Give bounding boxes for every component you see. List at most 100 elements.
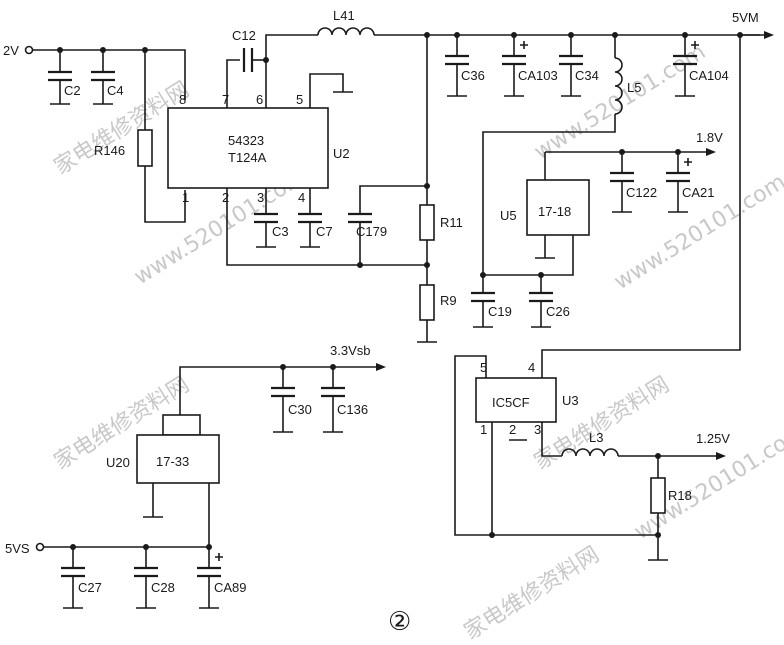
capacitor-c179: [348, 212, 372, 224]
u20-part: 17-33: [156, 454, 189, 469]
junction-dot: [424, 262, 430, 268]
c30-label: C30: [288, 402, 312, 417]
net-1v8-label: 1.8V: [696, 130, 723, 145]
capacitor-c30: [271, 367, 295, 433]
c26-label: C26: [546, 304, 570, 319]
arrow-3v3: [376, 363, 386, 371]
l5-label: L5: [627, 80, 641, 95]
c28-label: C28: [151, 580, 175, 595]
junction-dot: [655, 532, 661, 538]
input-2v-terminal: [24, 45, 34, 55]
u3-pin-3: 3: [534, 422, 541, 437]
r18-label: R18: [668, 488, 692, 503]
inductor-l5: [482, 35, 623, 275]
junction-dot: [357, 262, 363, 268]
c27-label: C27: [78, 580, 102, 595]
wire-1v8-rail: [544, 151, 712, 180]
u5-part: 17-18: [538, 204, 571, 219]
u5-ref: U5: [500, 208, 517, 223]
capacitor-c2: [48, 50, 72, 105]
u3-pin-5: 5: [480, 360, 487, 375]
net-5vm-label: 5VM: [732, 10, 759, 25]
resistor-r9: [419, 284, 435, 321]
net-3v3-label: 3.3Vsb: [330, 343, 370, 358]
capacitor-ca103: [502, 35, 528, 97]
capacitor-c26: [529, 275, 553, 328]
wire-c179: [359, 185, 427, 265]
junction-dot: [424, 32, 430, 38]
capacitor-c12: [242, 48, 266, 72]
wire-u3-pin3: [541, 422, 562, 457]
junction-dot: [737, 32, 743, 38]
inductor-l41: [317, 27, 760, 36]
watermark-text: 家电维修资料网: [460, 542, 604, 640]
inductor-l3: [561, 448, 722, 457]
capacitor-c19: [471, 275, 495, 328]
u20-ic-body: [136, 434, 220, 484]
l3-label: L3: [589, 430, 603, 445]
ca21-label: CA21: [682, 185, 715, 200]
net-5vs-label: 5VS: [5, 541, 30, 556]
u3-part: IC5CF: [492, 395, 530, 410]
arrow-5vm: [764, 31, 774, 39]
u3-ic-body: [475, 377, 557, 423]
c19-label: C19: [488, 304, 512, 319]
c2-label: C2: [64, 83, 81, 98]
wire-pin5-ground: [309, 73, 353, 108]
c4-label: C4: [107, 83, 124, 98]
wire-2v-rail: [33, 49, 186, 100]
wire-u3-pin5: [454, 355, 660, 536]
c7-label: C7: [316, 224, 333, 239]
u2-pin-7: 7: [222, 92, 229, 107]
u2-pin-2: 2: [222, 190, 229, 205]
resistor-r18: [650, 477, 666, 514]
c179-label: C179: [356, 224, 387, 239]
u2-pin-1: 1: [182, 190, 189, 205]
capacitor-c3: [254, 188, 278, 248]
c36-label: C36: [461, 68, 485, 83]
capacitor-c34: [559, 35, 583, 97]
u2-pin-8: 8: [179, 92, 186, 107]
wire-5vm-to-u3: [541, 35, 741, 378]
resistor-r11: [419, 204, 435, 241]
u2-pin-6: 6: [256, 92, 263, 107]
wire-pin6: [265, 34, 318, 108]
u2-pin-3: 3: [257, 190, 264, 205]
c12-label: C12: [232, 28, 256, 43]
ca89-label: CA89: [214, 580, 247, 595]
capacitor-ca21: [666, 152, 692, 213]
u2-pin-5: 5: [296, 92, 303, 107]
net-1v25-label: 1.25V: [696, 431, 730, 446]
capacitor-c4: [91, 50, 115, 105]
u2-pin-4: 4: [298, 190, 305, 205]
net-2v-label: 2V: [3, 43, 19, 58]
capacitor-ca89: [197, 547, 223, 609]
u5-ic-body: [526, 179, 590, 236]
ca104-label: CA104: [689, 68, 729, 83]
c136-label: C136: [337, 402, 368, 417]
wire-u5-in: [483, 235, 574, 276]
u3-pin-4: 4: [528, 360, 535, 375]
resistor-r146: [137, 50, 186, 223]
u3-pin-2: 2: [509, 422, 516, 437]
arrow-1v8: [706, 148, 716, 156]
arrow-1v25: [716, 452, 726, 460]
wire-u5-gnd: [535, 235, 555, 259]
wire-3v3-rail: [179, 366, 380, 415]
junction-dot: [424, 183, 430, 189]
capacitor-c7: [298, 188, 322, 248]
ca103-label: CA103: [518, 68, 558, 83]
c122-label: C122: [626, 185, 657, 200]
u2-part-line2: T124A: [228, 150, 267, 165]
u20-tab: [162, 414, 201, 436]
r9-label: R9: [440, 293, 457, 308]
u3-pin-1: 1: [480, 422, 487, 437]
capacitor-ca104: [673, 35, 699, 97]
capacitor-c27: [61, 547, 85, 609]
wire-u20-gnd: [143, 483, 163, 518]
r146-label: R146: [94, 143, 125, 158]
u2-ic-body: [167, 107, 329, 189]
capacitor-c36: [445, 35, 469, 97]
capacitor-c122: [610, 152, 634, 213]
